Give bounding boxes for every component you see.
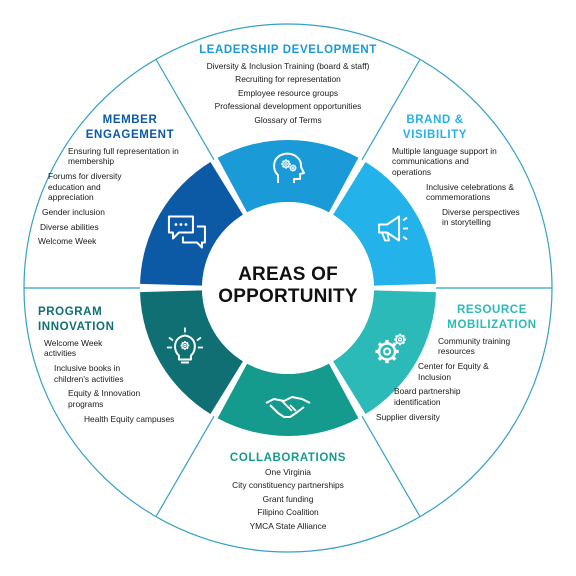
program-item: Equity & Innovation programs [68, 388, 141, 409]
program-section: PROGRAM INNOVATION Welcome Week activiti… [38, 305, 208, 428]
leadership-item: Diversity & Inclusion Training (board & … [206, 61, 370, 71]
brand-title: BRAND & VISIBILITY [400, 113, 470, 143]
collaborations-item: YMCA State Alliance [249, 520, 327, 531]
resource-section: RESOURCE MOBILIZATION Community training… [376, 303, 546, 426]
resource-title-line2: MOBILIZATION [447, 319, 537, 331]
brand-item: Diverse perspectives in storytelling [442, 206, 520, 228]
resource-item: Board partnership identification [394, 386, 461, 407]
member-item: Ensuring full representation in membersh… [68, 146, 179, 167]
ring-divider [155, 415, 215, 517]
collaborations-item: City constituency partnerships [232, 480, 344, 491]
program-title-line2: INNOVATION [38, 321, 115, 333]
ring-divider [155, 59, 215, 161]
collaborations-item: Filipino Coalition [257, 507, 319, 518]
member-item: Welcome Week [38, 236, 97, 247]
chat-bubbles-icon [167, 215, 206, 249]
gears-icon [375, 333, 406, 364]
program-item: Health Equity campuses [84, 413, 175, 424]
program-title: PROGRAM INNOVATION [38, 305, 208, 335]
resource-title-line1: RESOURCE [457, 304, 527, 316]
segment-icons [166, 152, 409, 418]
center-label-line2: OPPORTUNITY [218, 286, 358, 307]
leadership-item: Employee resource groups [237, 87, 339, 98]
member-item: Diverse abilities [40, 221, 99, 232]
program-title-line1: PROGRAM [38, 306, 103, 318]
brand-title-line2: VISIBILITY [402, 129, 468, 141]
member-title: MEMBER ENGAGEMENT [80, 113, 180, 143]
resource-item: Center for Equity & Inclusion [418, 361, 489, 382]
collaborations-item: One Virginia [265, 467, 311, 477]
program-item: Welcome Week activities [44, 338, 103, 359]
brand-section: BRAND & VISIBILITY Multiple language sup… [392, 113, 520, 232]
member-section: MEMBER ENGAGEMENT Ensuring full represen… [38, 113, 188, 251]
collaborations-item: Grant funding [262, 493, 314, 504]
leadership-item: Professional development opportunities [214, 101, 362, 112]
center-circle [202, 202, 374, 374]
leadership-title: LEADERSHIP DEVELOPMENT [199, 44, 377, 56]
resource-title: RESOURCE MOBILIZATION [440, 303, 544, 333]
leadership-section: LEADERSHIP DEVELOPMENT Diversity & Inclu… [178, 43, 398, 129]
member-segment [140, 161, 243, 286]
ring-divider [361, 59, 421, 161]
brand-item: Multiple language support in communicati… [392, 146, 497, 177]
leadership-segment [217, 140, 359, 213]
megaphone-icon [378, 215, 409, 242]
lightbulb-gear-icon [166, 327, 203, 364]
ring-divider [361, 415, 421, 517]
member-title-line2: ENGAGEMENT [85, 129, 175, 141]
brand-item: Inclusive celebrations & commemorations [426, 181, 514, 203]
member-item: Forums for diversity education and appre… [48, 171, 122, 203]
handshake-icon [265, 396, 311, 418]
program-segment [140, 290, 243, 415]
center-label: AREAS OF OPPORTUNITY [208, 264, 368, 308]
head-gears-icon [273, 152, 305, 183]
member-title-line1: MEMBER [102, 114, 158, 126]
brand-title-line1: BRAND & [406, 114, 464, 126]
resource-item: Supplier diversity [376, 411, 440, 422]
leadership-item: Glossary of Terms [254, 114, 322, 125]
leadership-item: Recruiting for representation [235, 74, 341, 85]
member-item: Gender inclusion [42, 206, 105, 217]
center-label-line1: AREAS OF [238, 264, 338, 285]
collaborations-title: COLLABORATIONS [229, 452, 347, 464]
collaborations-section: COLLABORATIONS One Virginia City constit… [208, 451, 368, 535]
outer-ring-outline [23, 23, 553, 553]
resource-item: Community training resources [438, 336, 511, 357]
program-item: Inclusive books in children's activities [54, 363, 124, 384]
